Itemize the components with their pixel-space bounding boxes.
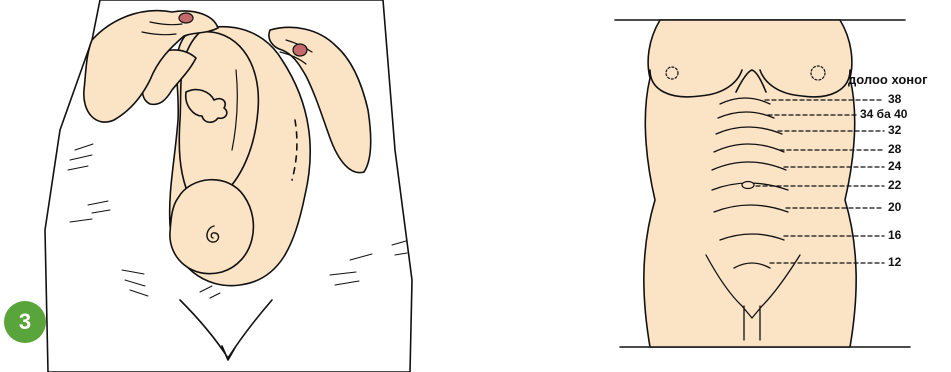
left-fingernail-icon bbox=[179, 13, 193, 23]
week-label: 28 bbox=[888, 142, 901, 156]
palpation-illustration bbox=[45, 0, 412, 372]
weeks-header-label: долоо хоног bbox=[848, 72, 928, 87]
week-label: 22 bbox=[888, 178, 901, 192]
week-label: 16 bbox=[888, 228, 901, 242]
week-label: 38 bbox=[888, 92, 901, 106]
week-label: 24 bbox=[888, 159, 901, 173]
week-label: 12 bbox=[888, 255, 901, 269]
right-fingernail-icon bbox=[293, 44, 307, 56]
week-label: 20 bbox=[888, 200, 901, 214]
fundal-height-diagram bbox=[615, 20, 910, 347]
week-label: 32 bbox=[888, 123, 901, 137]
navel-icon bbox=[742, 182, 754, 189]
week-label: 34 ба 40 bbox=[860, 107, 907, 121]
step-badge: 3 bbox=[4, 301, 46, 343]
